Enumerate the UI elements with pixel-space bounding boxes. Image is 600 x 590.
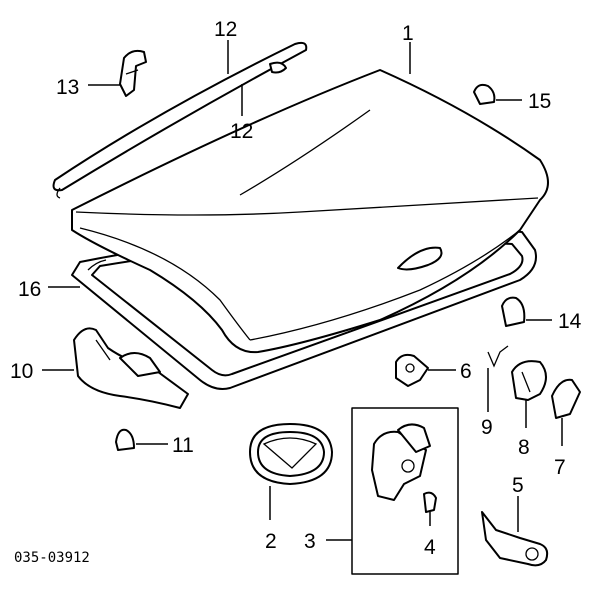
callout-6: 6 <box>460 360 472 383</box>
diagram-code: 035-03912 <box>14 550 90 566</box>
callout-1: 1 <box>402 22 414 45</box>
callout-4: 4 <box>424 536 436 559</box>
lock-cylinder <box>551 378 581 419</box>
bumper-11 <box>115 428 135 451</box>
callout-12-lower: 12 <box>230 120 253 143</box>
trunk-lid <box>71 69 549 354</box>
callout-3: 3 <box>304 530 316 553</box>
callout-16: 16 <box>18 278 41 301</box>
torsion-bars <box>52 41 308 199</box>
bumper-stop-14 <box>501 296 526 327</box>
striker <box>395 353 429 387</box>
callout-15: 15 <box>528 90 551 113</box>
callout-7: 7 <box>554 456 566 479</box>
bumper-stop-15 <box>473 83 496 105</box>
callout-11: 11 <box>172 434 194 457</box>
callout-8: 8 <box>518 436 530 459</box>
leader-lines <box>42 40 563 541</box>
hinge-arm <box>73 327 189 409</box>
callout-10: 10 <box>10 360 33 383</box>
callout-2: 2 <box>265 530 277 553</box>
latch-assembly-box <box>351 407 459 575</box>
clip-9 <box>487 345 509 368</box>
hinge-stay <box>119 49 147 97</box>
callout-9: 9 <box>481 416 493 439</box>
actuator <box>481 511 549 567</box>
callout-13: 13 <box>56 76 79 99</box>
latch-cover <box>511 360 547 401</box>
callout-12-upper: 12 <box>214 18 237 41</box>
emblem <box>249 423 333 485</box>
callout-5: 5 <box>512 474 524 497</box>
callout-labels: 1 2 3 4 5 6 7 8 9 10 11 12 12 13 14 15 1… <box>10 18 582 559</box>
callout-14: 14 <box>558 310 582 333</box>
